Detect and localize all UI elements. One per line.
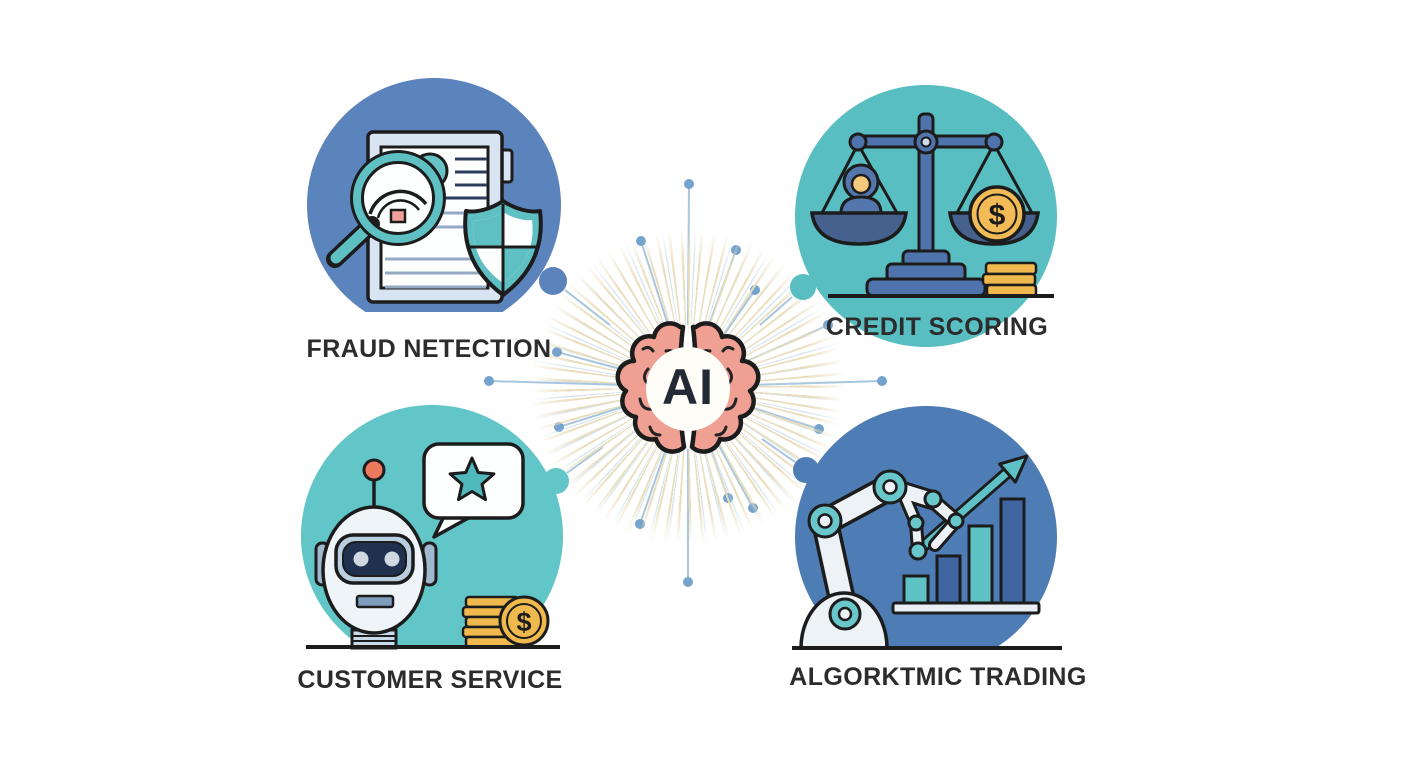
credit-scoring-label: CREDIT SCORING [825, 313, 1049, 341]
customer-service-bubble: $ [301, 405, 569, 650]
algorithmic-trading-bubble [792, 406, 1062, 650]
dollar-coin-icon: $ [968, 185, 1026, 243]
antenna-ball [362, 458, 386, 482]
robot-arm-icon [799, 469, 965, 650]
speech-bubble-icon [422, 442, 525, 539]
ai-badge: AI [662, 359, 714, 415]
coin-stack-icon: $ [461, 595, 550, 649]
robot-mouth [355, 594, 395, 609]
ai-halo [646, 347, 730, 431]
trading-bubble-dot [793, 457, 819, 483]
fraud-detection-bubble [307, 78, 567, 312]
arm-joints [807, 469, 965, 631]
star-icon [448, 456, 496, 502]
robot-eye [353, 551, 369, 567]
scale-pan-left [810, 211, 908, 246]
credit-bubble-dot [790, 274, 816, 300]
svg-text:$: $ [989, 199, 1006, 232]
robot-eye [384, 551, 400, 567]
fraud-detection-label: FRAUD NETECTION [306, 335, 552, 363]
scale-icon: $ [810, 112, 1040, 298]
brain-icon [615, 284, 788, 490]
shield-icon [463, 199, 543, 297]
algorithmic-trading-label: ALGORKTMIC TRADING [789, 663, 1087, 691]
person-icon [839, 163, 883, 215]
customer-service-label: CUSTOMER SERVICE [297, 666, 563, 694]
magnifier-icon [326, 150, 446, 268]
credit-scoring-bubble: $ [790, 85, 1057, 347]
svg-text:$: $ [516, 607, 531, 637]
customer-bubble-dot [543, 468, 569, 494]
coin-stack-icon [981, 261, 1038, 298]
fraud-bubble-dot [539, 267, 567, 295]
bar-chart-icon [891, 497, 1041, 615]
robot-head-icon [314, 458, 438, 650]
